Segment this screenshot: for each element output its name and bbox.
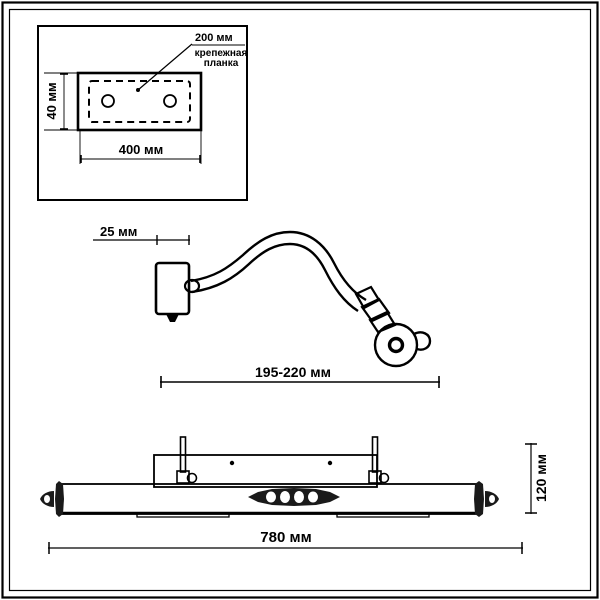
mounting-plate-detail-view: 200 мм крепежная планка 40 мм: [37, 25, 248, 201]
mounting-hole-right: [163, 94, 177, 108]
ornament-void-2: [280, 491, 290, 503]
ornament-bar-1: [276, 492, 280, 502]
ornament-bar-4: [318, 493, 322, 501]
mount-post-right-collar: [368, 470, 382, 484]
callout-leader-line: [137, 43, 193, 91]
mount-post-right-rod: [371, 436, 379, 473]
wall-mount-block-foot: [166, 314, 179, 322]
mounting-hole-left: [101, 94, 115, 108]
arm-inner-edge: [191, 242, 359, 313]
mounting-plate-outline: [76, 71, 203, 132]
mount-post-left-collar: [176, 470, 190, 484]
depth-offset-label: 25 мм: [100, 224, 137, 239]
lamp-head-inner-circle: [387, 336, 405, 354]
lamp-height-label: 120 мм: [533, 454, 549, 502]
callout-leader-dot: [136, 88, 140, 92]
callout-value-label: 200 мм: [195, 32, 233, 44]
ornament-void-4: [308, 491, 318, 503]
ornament-bar-2: [290, 492, 294, 502]
ornament-void-3: [294, 491, 304, 503]
finial-left: [40, 481, 64, 517]
lamp-head-side-loop: [413, 331, 432, 351]
projection-label: 195-220 мм: [255, 364, 331, 380]
ornament-bar-3: [304, 492, 308, 502]
lamp-head-outer-circle: [373, 322, 419, 368]
front-elevation-view: 120 мм 780 мм: [40, 436, 549, 554]
wall-mount-block-body: [154, 261, 191, 316]
mounting-bar-hole-right: [327, 460, 333, 466]
finial-left-void: [44, 495, 50, 503]
flexible-arm: [190, 230, 367, 313]
plate-height-label: 40 мм: [44, 82, 59, 119]
callout-leader: [136, 43, 193, 92]
lamp-height-dimension: 120 мм: [525, 443, 549, 514]
ornament-void-1: [266, 491, 276, 503]
mount-post-right-knob: [378, 472, 390, 484]
plate-width-dimension: 400 мм: [79, 131, 202, 164]
finial-right-collar: [474, 481, 484, 517]
mount-post-right: [368, 436, 390, 484]
mounting-bar-hole-left: [229, 460, 235, 466]
finial-right-void: [489, 495, 495, 503]
callout-name-line1: крепежная: [195, 48, 248, 59]
ornament-bar-0: [262, 493, 266, 501]
lamp-length-dimension: 780 мм: [48, 529, 523, 554]
central-ornament: [248, 488, 340, 506]
mount-post-left-knob: [186, 472, 198, 484]
plate-width-label: 400 мм: [119, 142, 164, 157]
mounting-bracket-dashed-outline: [88, 80, 191, 123]
mount-post-left-rod: [179, 436, 187, 473]
detail-view-box: [37, 25, 248, 201]
lamp-length-label: 780 мм: [260, 529, 311, 546]
lamp-head: [373, 322, 432, 368]
callout-name-line2: планка: [204, 58, 239, 69]
mount-post-left: [176, 436, 198, 484]
plate-height-dimension: 40 мм: [44, 72, 79, 131]
diffuser-panel-left: [136, 512, 230, 518]
diffuser-panel-right: [336, 512, 430, 518]
finial-right: [474, 481, 499, 517]
callout-label: 200 мм крепежная планка: [192, 32, 248, 69]
arm-outer-edge: [190, 230, 367, 302]
wall-mount-block: [154, 261, 201, 322]
side-profile-view: 25 мм: [93, 224, 440, 388]
knuckle-segment-2: [360, 297, 391, 323]
finial-left-collar: [55, 481, 64, 517]
inner-frame-border: [8, 8, 592, 592]
depth-offset-dimension: 25 мм: [93, 224, 190, 245]
projection-dimension: 195-220 мм: [160, 364, 440, 388]
